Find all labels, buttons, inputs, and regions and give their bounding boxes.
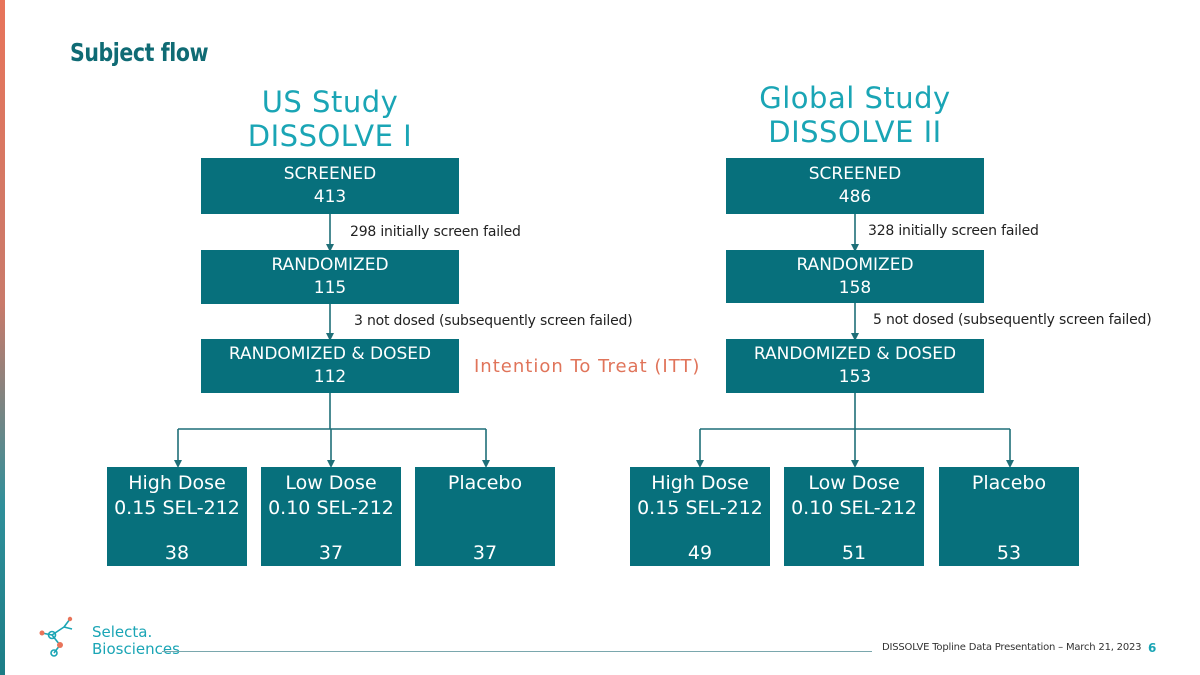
us-not-dosed-note: 3 not dosed (subsequently screen failed) <box>354 313 633 329</box>
footer-text: DISSOLVE Topline Data Presentation – Mar… <box>882 642 1142 653</box>
global-screened-value: 486 <box>838 187 872 207</box>
us-screened-value: 413 <box>313 187 347 207</box>
global-dosed-value: 153 <box>838 367 872 387</box>
us-screened-box: SCREENED 413 <box>201 158 459 214</box>
arm-count: 49 <box>687 542 713 564</box>
arm-count: 37 <box>472 542 498 564</box>
global-dosed-label: RANDOMIZED & DOSED <box>753 344 957 364</box>
page-title: Subject flow <box>70 38 209 67</box>
global-not-dosed-note: 5 not dosed (subsequently screen failed) <box>873 312 1152 328</box>
arm-name: Low Dose <box>285 472 377 494</box>
footer-divider <box>162 651 872 652</box>
us-screen-fail-note: 298 initially screen failed <box>350 224 521 240</box>
us-dosed-box: RANDOMIZED & DOSED 112 <box>201 339 459 393</box>
itt-label: Intention To Treat (ITT) <box>474 356 701 377</box>
arm-name: Placebo <box>447 472 523 494</box>
page-number: 6 <box>1148 641 1157 655</box>
arm-dose: 0.10 SEL-212 <box>268 497 394 519</box>
arm-dose: 0.15 SEL-212 <box>114 497 240 519</box>
us-arm-placebo: Placebo 37 <box>415 467 555 566</box>
arm-dose: 0.10 SEL-212 <box>791 497 917 519</box>
us-randomized-box: RANDOMIZED 115 <box>201 250 459 304</box>
molecule-icon <box>39 616 73 657</box>
global-arm-high-dose: High Dose 0.15 SEL-212 49 <box>630 467 770 566</box>
global-randomized-value: 158 <box>838 277 872 298</box>
us-study-heading-line1: US Study <box>261 85 399 119</box>
arm-name: Low Dose <box>808 472 900 494</box>
us-study-heading: US Study DISSOLVE I <box>210 85 450 153</box>
global-randomized-box: RANDOMIZED 158 <box>726 250 984 303</box>
arm-name: High Dose <box>128 472 226 494</box>
us-dosed-value: 112 <box>313 367 347 387</box>
us-randomized-label: RANDOMIZED <box>271 255 389 275</box>
arm-count: 53 <box>996 542 1022 564</box>
global-dosed-box: RANDOMIZED & DOSED 153 <box>726 339 984 393</box>
us-arm-low-dose: Low Dose 0.10 SEL-212 37 <box>261 467 401 566</box>
arm-count: 38 <box>164 542 190 564</box>
us-dosed-label: RANDOMIZED & DOSED <box>228 344 432 364</box>
global-screened-box: SCREENED 486 <box>726 158 984 214</box>
us-study-heading-line2: DISSOLVE I <box>247 119 413 153</box>
global-study-heading-line2: DISSOLVE II <box>768 115 942 149</box>
us-arm-high-dose: High Dose 0.15 SEL-212 38 <box>107 467 247 566</box>
global-study-heading: Global Study DISSOLVE II <box>725 81 985 149</box>
logo-line2: Biosciences <box>92 640 180 658</box>
left-accent-bar <box>0 0 5 675</box>
global-arm-placebo: Placebo 53 <box>939 467 1079 566</box>
arm-count: 37 <box>318 542 344 564</box>
arm-dose: 0.15 SEL-212 <box>637 497 763 519</box>
arm-name: Placebo <box>971 472 1047 494</box>
global-randomized-label: RANDOMIZED <box>796 254 914 275</box>
arm-count: 51 <box>841 542 867 564</box>
global-screened-label: SCREENED <box>808 164 902 184</box>
global-screen-fail-note: 328 initially screen failed <box>868 223 1039 239</box>
global-arm-low-dose: Low Dose 0.10 SEL-212 51 <box>784 467 924 566</box>
us-randomized-value: 115 <box>313 278 347 298</box>
company-logo: Selecta. Biosciences <box>34 615 180 657</box>
us-screened-label: SCREENED <box>283 164 377 184</box>
global-study-heading-line1: Global Study <box>759 81 951 115</box>
arm-name: High Dose <box>651 472 749 494</box>
logo-line1: Selecta. <box>92 623 153 641</box>
